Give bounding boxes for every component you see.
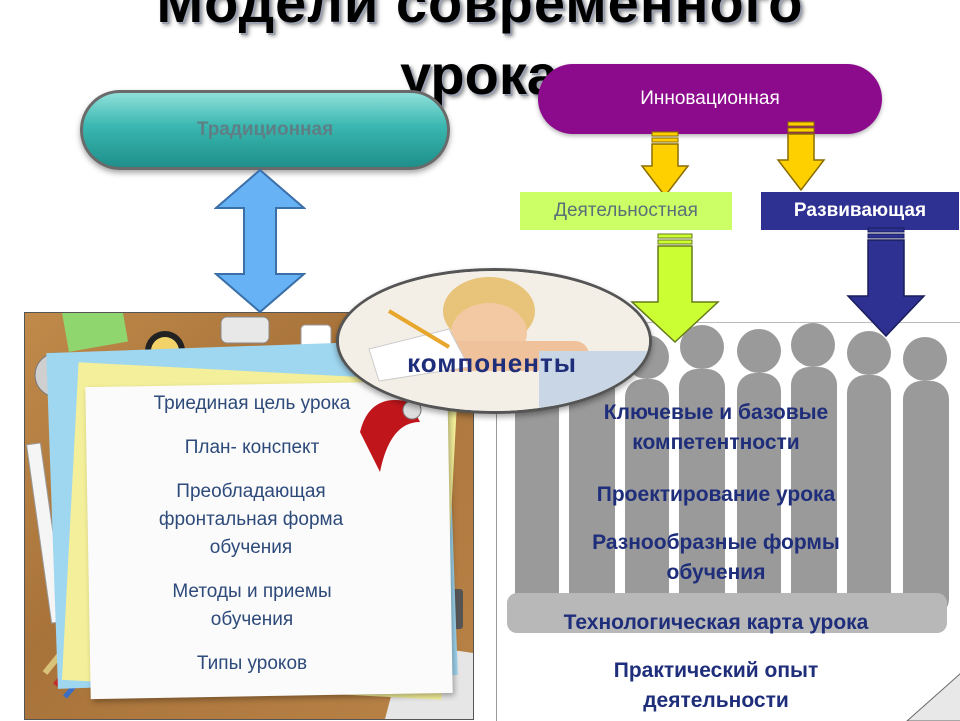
innov-component-1: Ключевые и базовые компетентности	[603, 401, 829, 454]
trad-component-4: Методы и приемы обучения	[172, 581, 332, 630]
child-photo-icon	[339, 271, 649, 411]
trad-component-1: Триединая цель урока	[153, 393, 351, 414]
page-title: Модели современного	[156, 0, 804, 34]
innovative-model: Инновационная	[538, 64, 882, 134]
child-photo	[336, 268, 652, 414]
innov-component-4: Технологическая карта урока	[563, 611, 869, 634]
innov-component-3: Разнообразные формы обучения	[592, 531, 840, 584]
traditional-label: Традиционная	[196, 119, 334, 140]
traditional-model: Традиционная	[80, 90, 450, 170]
activity-label: Деятельностная	[554, 200, 698, 221]
innovative-label: Инновационная	[640, 88, 780, 109]
innov-component-5: Практический опыт деятельности	[613, 659, 819, 712]
trad-component-5: Типы уроков	[196, 653, 308, 674]
down-arrow-icon	[846, 227, 926, 338]
trad-component-2: План- конспект	[184, 437, 320, 458]
components-label: компоненты	[407, 348, 577, 378]
down-arrow-icon	[640, 131, 690, 198]
down-arrow-icon	[630, 233, 720, 344]
trad-component-3: Преобладающая фронтальная форма обучения	[158, 481, 344, 558]
down-arrow-icon	[776, 121, 826, 192]
developing-label: Развивающая	[793, 200, 927, 221]
double-arrow-icon	[214, 168, 306, 314]
activity-model: Деятельностная	[520, 192, 732, 230]
developing-model: Развивающая	[761, 192, 959, 230]
innov-component-2: Проектирование урока	[596, 483, 836, 506]
